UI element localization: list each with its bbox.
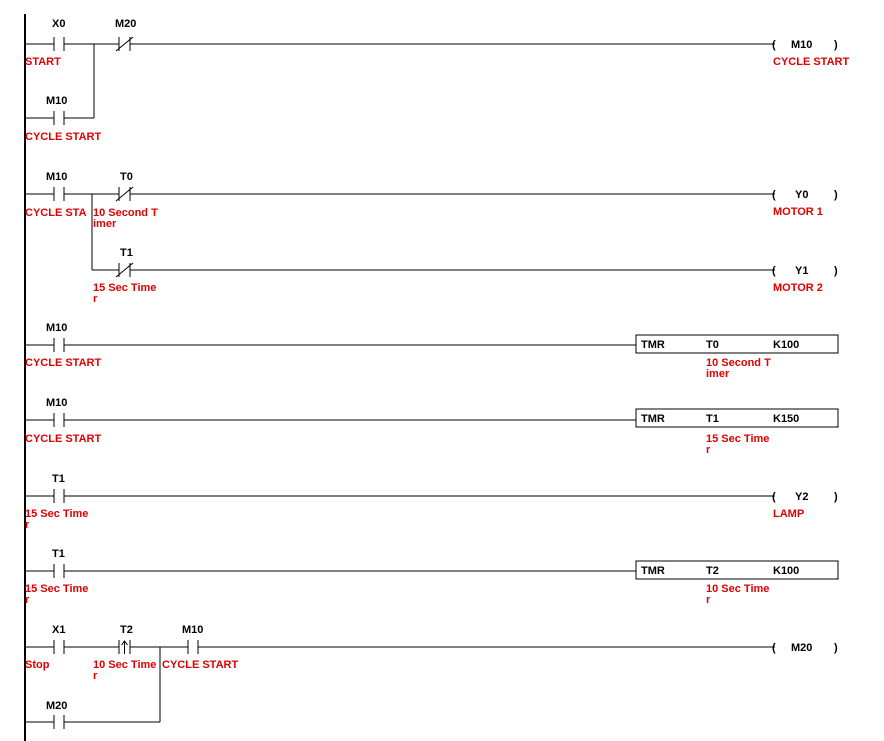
timer-t2-box[interactable]: TMR T2 K100 xyxy=(635,560,839,580)
timer-t1-comment-2: r xyxy=(706,444,711,456)
contact-m10-address: M10 xyxy=(46,322,67,334)
svg-text:(: ( xyxy=(772,642,776,654)
contact-t1[interactable] xyxy=(53,564,65,578)
timer-t2-comment-2: r xyxy=(706,594,711,606)
coil-y1[interactable]: ( Y1 ) xyxy=(772,265,838,277)
contact-t1-comment: 15 Sec Time xyxy=(25,583,88,595)
timer-address: T2 xyxy=(706,565,719,577)
coil-y0-comment: MOTOR 1 xyxy=(773,206,823,218)
contact-m10-comment: CYCLE STA xyxy=(25,207,87,219)
contact-t0-comment-2: imer xyxy=(93,218,117,230)
contact-m20-branch[interactable] xyxy=(53,715,65,729)
contact-x0-address: X0 xyxy=(52,18,65,30)
rung-5[interactable]: T1 15 Sec Time r TMR T2 K100 10 Sec Time… xyxy=(25,548,839,606)
contact-m10-address: M10 xyxy=(46,397,67,409)
contact-m10-comment: CYCLE START xyxy=(162,659,238,671)
contact-x1-comment: Stop xyxy=(25,659,50,671)
timer-t1-comment: 15 Sec Time xyxy=(706,433,769,445)
contact-t1[interactable] xyxy=(53,489,65,503)
svg-text:): ) xyxy=(834,39,838,51)
svg-text:(: ( xyxy=(772,491,776,503)
contact-m10-comment: CYCLE START xyxy=(25,357,101,369)
rung-2[interactable]: M10 CYCLE START TMR T0 K100 10 Second T … xyxy=(25,322,839,380)
svg-text:): ) xyxy=(834,189,838,201)
coil-y2[interactable]: ( Y2 ) xyxy=(772,491,838,503)
contact-m10[interactable] xyxy=(187,640,199,654)
contact-t2-address: T2 xyxy=(120,624,133,636)
rung-6[interactable]: X1 Stop T2 10 Sec Time r M10 CYCLE START… xyxy=(25,624,838,729)
coil-m10-comment: CYCLE START xyxy=(773,56,849,68)
contact-t0-comment: 10 Second T xyxy=(93,207,158,219)
contact-t1-comment-2: r xyxy=(25,519,30,531)
contact-m10-comment: CYCLE START xyxy=(25,131,101,143)
coil-m20-label: M20 xyxy=(791,642,812,654)
timer-instr: TMR xyxy=(641,339,665,351)
timer-instr: TMR xyxy=(641,565,665,577)
timer-t0-comment: 10 Second T xyxy=(706,357,771,369)
timer-preset: K100 xyxy=(773,339,799,351)
svg-text:): ) xyxy=(834,265,838,277)
contact-t1-address: T1 xyxy=(120,247,133,259)
contact-t1-comment: 15 Sec Time xyxy=(93,282,156,294)
timer-preset: K150 xyxy=(773,413,799,425)
timer-address: T1 xyxy=(706,413,719,425)
contact-m20-address: M20 xyxy=(115,18,136,30)
contact-x0-comment: START xyxy=(25,56,61,68)
coil-y0-label: Y0 xyxy=(795,189,808,201)
svg-text:(: ( xyxy=(772,265,776,277)
timer-t2-comment: 10 Sec Time xyxy=(706,583,769,595)
rung-0[interactable]: X0 START M20 ( M10 ) CYCLE START M10 C xyxy=(25,18,849,143)
contact-m10-address: M10 xyxy=(182,624,203,636)
coil-m10[interactable]: ( M10 ) xyxy=(772,39,838,51)
timer-preset: K100 xyxy=(773,565,799,577)
coil-m10-label: M10 xyxy=(791,39,812,51)
contact-t2-comment-2: r xyxy=(93,670,98,682)
svg-text:): ) xyxy=(834,642,838,654)
contact-m10-address: M10 xyxy=(46,171,67,183)
coil-y1-label: Y1 xyxy=(795,265,808,277)
contact-t2-comment: 10 Sec Time xyxy=(93,659,156,671)
rung-3[interactable]: M10 CYCLE START TMR T1 K150 15 Sec Time … xyxy=(25,397,839,456)
contact-m10[interactable] xyxy=(53,413,65,427)
coil-y2-comment: LAMP xyxy=(773,508,804,520)
svg-text:(: ( xyxy=(772,39,776,51)
contact-t2-pulse[interactable] xyxy=(118,640,131,654)
rung-1[interactable]: M10 CYCLE STA T0 10 Second T imer ( Y0 )… xyxy=(25,171,838,305)
contact-t0-address: T0 xyxy=(120,171,133,183)
coil-y2-label: Y2 xyxy=(795,491,808,503)
contact-m10[interactable] xyxy=(53,338,65,352)
timer-t0-box[interactable]: TMR T0 K100 xyxy=(635,334,839,354)
contact-t1-comment-2: r xyxy=(93,293,98,305)
contact-t1-address: T1 xyxy=(52,473,65,485)
coil-m20[interactable]: ( M20 ) xyxy=(772,642,838,654)
coil-y1-comment: MOTOR 2 xyxy=(773,282,823,294)
timer-address: T0 xyxy=(706,339,719,351)
coil-y0[interactable]: ( Y0 ) xyxy=(772,189,838,201)
contact-x1[interactable] xyxy=(53,640,65,654)
svg-text:): ) xyxy=(834,491,838,503)
contact-m10[interactable] xyxy=(53,187,65,201)
rung-4[interactable]: T1 15 Sec Time r ( Y2 ) LAMP xyxy=(25,473,838,531)
contact-m10-branch[interactable] xyxy=(53,111,65,125)
svg-text:(: ( xyxy=(772,189,776,201)
contact-t1-address: T1 xyxy=(52,548,65,560)
timer-t1-box[interactable]: TMR T1 K150 xyxy=(635,408,839,428)
contact-t1-comment-2: r xyxy=(25,594,30,606)
contact-x0[interactable] xyxy=(53,37,65,51)
contact-m20-address: M20 xyxy=(46,700,67,712)
contact-x1-address: X1 xyxy=(52,624,65,636)
timer-instr: TMR xyxy=(641,413,665,425)
contact-t1-comment: 15 Sec Time xyxy=(25,508,88,520)
contact-m10-address: M10 xyxy=(46,95,67,107)
timer-t0-comment-2: imer xyxy=(706,368,730,380)
contact-m10-comment: CYCLE START xyxy=(25,433,101,445)
